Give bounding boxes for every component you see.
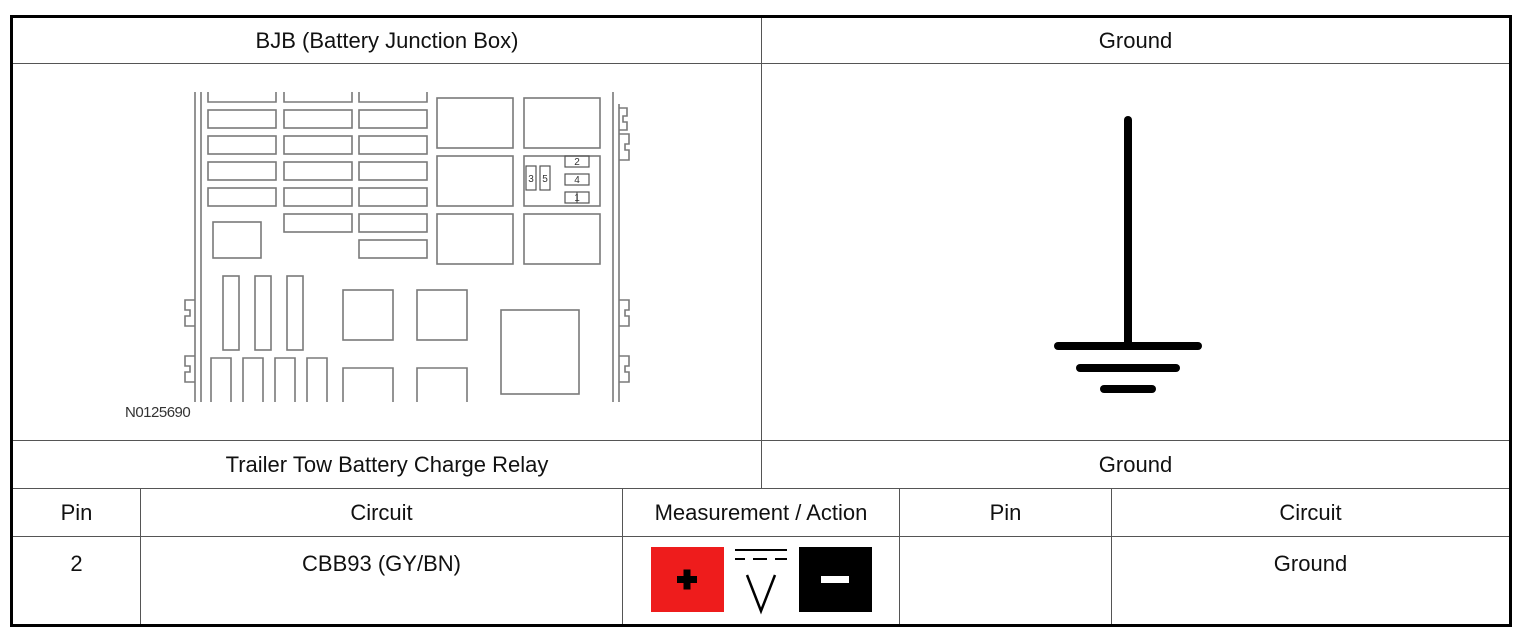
fuse-number-label: 1 [574, 193, 580, 204]
figure-id-label: N0125690 [125, 404, 191, 421]
fuse-number-label: 3 [528, 174, 534, 185]
column-header-pin: Pin [60, 499, 93, 525]
fuse-number-label: 2 [574, 157, 580, 168]
ground-figure [762, 64, 1509, 440]
column-divider [622, 488, 623, 624]
column-header-measurement: Measurement / Action [654, 499, 868, 525]
pin-value [900, 537, 1111, 624]
bjb-diagram-icon: 2 3 5 4 1 [184, 92, 630, 402]
positive-probe-icon [651, 547, 724, 612]
row-divider [13, 488, 1509, 489]
pin-value: 2 [70, 551, 83, 576]
column-divider [1111, 488, 1112, 624]
column-divider [140, 488, 141, 624]
row-divider [13, 536, 1509, 537]
column-header-circuit: Circuit [1279, 499, 1342, 525]
column-header-circuit: Circuit [350, 499, 413, 525]
fuse-number-label: 5 [542, 174, 548, 185]
ground-title: Ground [1098, 27, 1173, 53]
dc-voltage-icon [735, 549, 787, 615]
relay-section-title: Trailer Tow Battery Charge Relay [225, 451, 549, 477]
circuit-value: CBB93 (GY/BN) [302, 551, 461, 576]
ground-symbol-icon [1054, 116, 1202, 393]
measurement-action [623, 537, 899, 624]
connector-title: BJB (Battery Junction Box) [255, 27, 519, 53]
circuit-value: Ground [1273, 551, 1348, 576]
column-divider [899, 488, 900, 624]
pinout-table: BJB (Battery Junction Box) Ground [10, 15, 1512, 627]
negative-probe-icon [799, 547, 872, 612]
column-divider [761, 18, 762, 488]
fuse-number-label: 4 [574, 175, 580, 186]
bjb-connector-figure: 2 3 5 4 1 N0125690 [13, 64, 761, 440]
column-header-pin: Pin [989, 499, 1022, 525]
ground-section-title: Ground [1098, 451, 1173, 477]
